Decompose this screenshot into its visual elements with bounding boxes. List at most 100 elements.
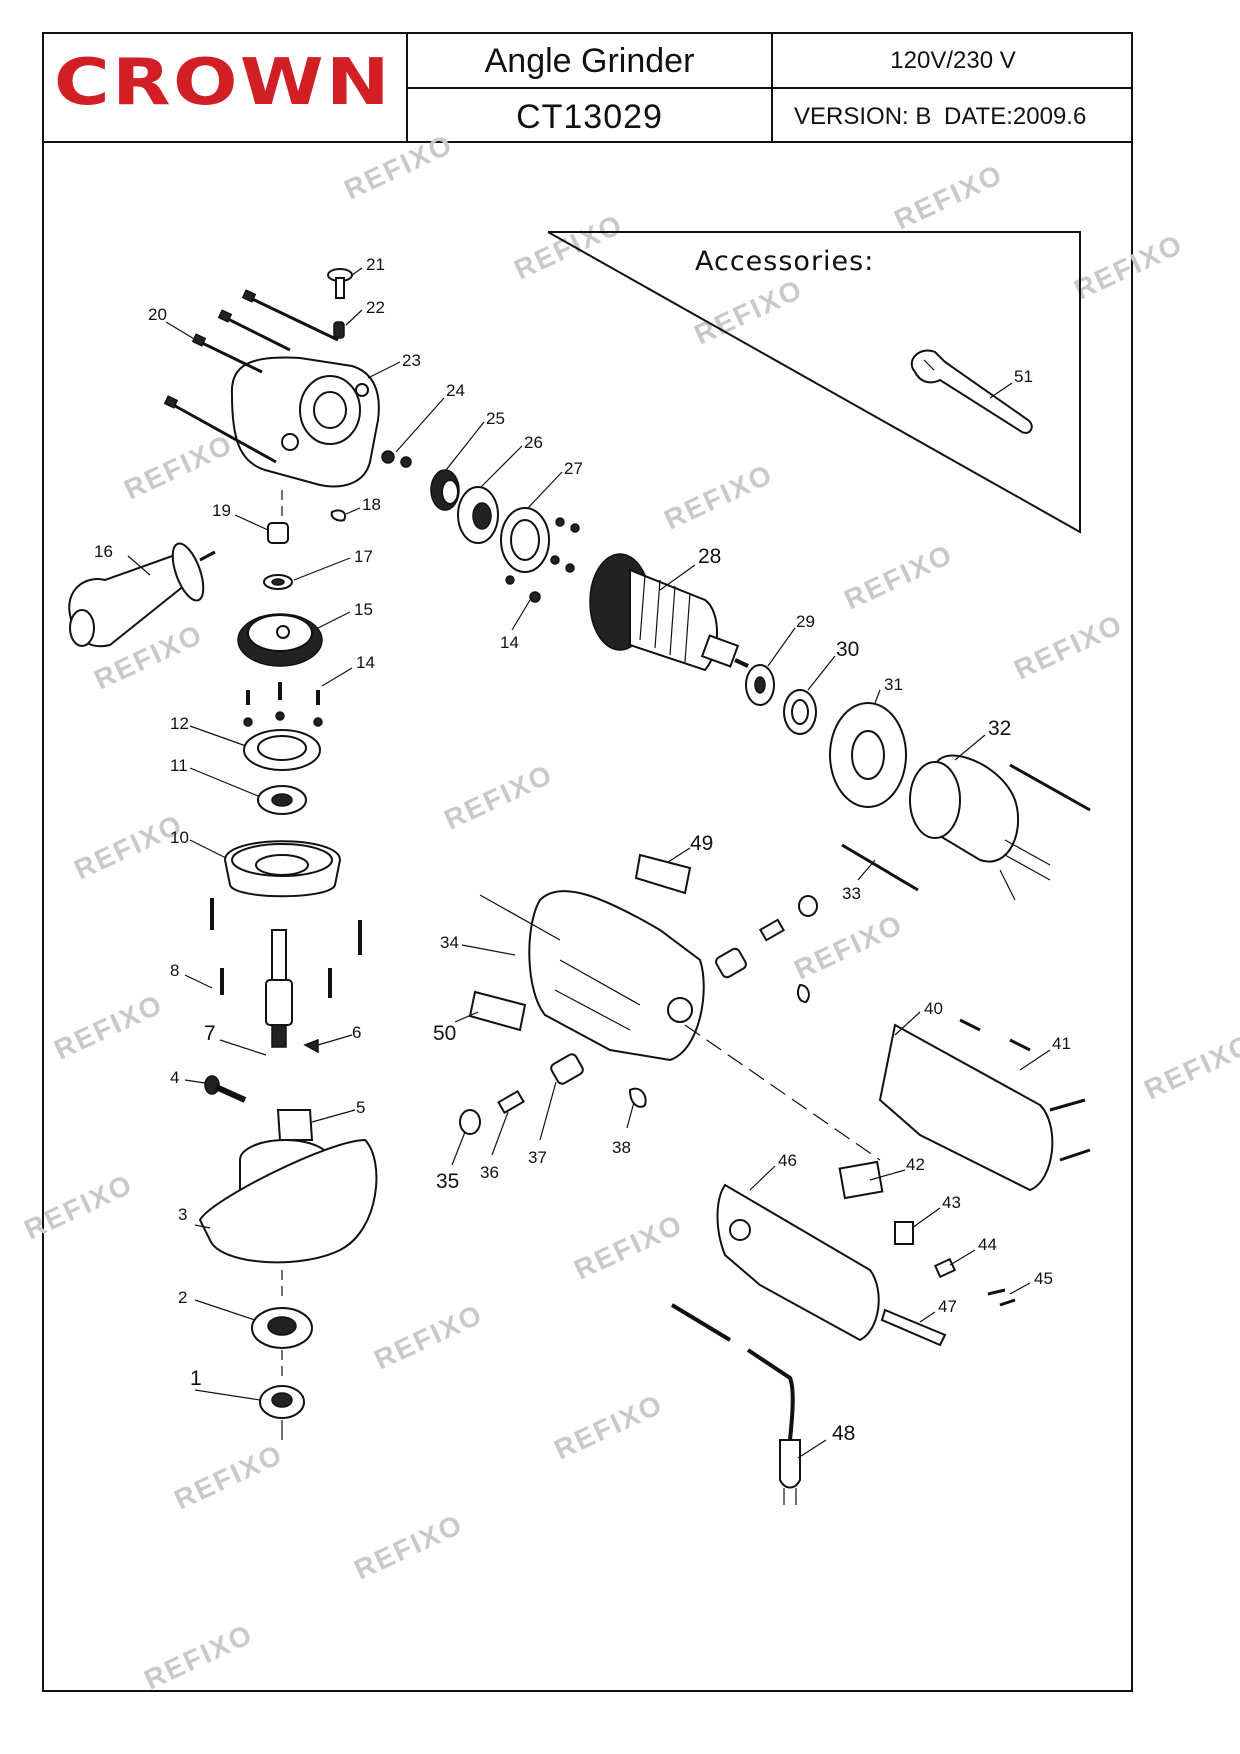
spiral-gear-icon bbox=[237, 613, 323, 667]
svg-text:REFIXO: REFIXO bbox=[839, 538, 957, 615]
svg-text:1: 1 bbox=[190, 1367, 202, 1390]
watermarks: REFIXO REFIXO REFIXO REFIXO REFIXO REFIX… bbox=[19, 128, 1240, 1695]
svg-text:6: 6 bbox=[352, 1023, 361, 1042]
svg-text:41: 41 bbox=[1052, 1034, 1071, 1053]
wrench-icon bbox=[910, 349, 1033, 434]
washer-icon bbox=[263, 509, 346, 590]
svg-text:REFIXO: REFIXO bbox=[1009, 608, 1127, 685]
svg-text:REFIXO: REFIXO bbox=[349, 1508, 467, 1585]
svg-text:46: 46 bbox=[778, 1151, 797, 1170]
svg-text:REFIXO: REFIXO bbox=[339, 128, 457, 205]
svg-text:47: 47 bbox=[938, 1297, 957, 1316]
svg-text:36: 36 bbox=[480, 1163, 499, 1182]
svg-text:REFIXO: REFIXO bbox=[569, 1208, 687, 1285]
svg-text:44: 44 bbox=[978, 1235, 997, 1254]
inner-flange-icon bbox=[251, 1307, 313, 1349]
svg-text:34: 34 bbox=[440, 933, 459, 952]
power-cord-icon bbox=[670, 1303, 801, 1505]
lock-nut-icon bbox=[259, 1385, 305, 1419]
svg-text:26: 26 bbox=[524, 433, 543, 452]
svg-text:REFIXO: REFIXO bbox=[1069, 228, 1187, 305]
part-callouts: 1 2 3 4 5 6 7 8 10 11 12 14 15 16 17 18 … bbox=[94, 255, 1071, 1459]
svg-text:32: 32 bbox=[988, 717, 1011, 740]
bearing-icon bbox=[745, 664, 817, 735]
screw-icon bbox=[243, 682, 323, 727]
svg-text:2: 2 bbox=[178, 1288, 187, 1307]
clamp-screw-icon bbox=[204, 1075, 247, 1103]
brush-holder-icon bbox=[459, 895, 818, 1135]
divider bbox=[406, 87, 1131, 89]
bearing-cover-icon bbox=[223, 840, 342, 898]
svg-text:30: 30 bbox=[836, 638, 859, 661]
svg-text:29: 29 bbox=[796, 612, 815, 631]
svg-text:12: 12 bbox=[170, 714, 189, 733]
svg-text:42: 42 bbox=[906, 1155, 925, 1174]
lock-pin-icon bbox=[327, 268, 353, 339]
bearing-icon bbox=[257, 785, 307, 815]
svg-text:14: 14 bbox=[356, 653, 375, 672]
motor-housing-icon bbox=[479, 890, 705, 1062]
svg-text:35: 35 bbox=[436, 1170, 459, 1193]
screw-icon bbox=[163, 289, 339, 464]
spindle-icon bbox=[265, 929, 319, 1054]
armature-icon bbox=[589, 553, 749, 672]
svg-text:5: 5 bbox=[356, 1098, 365, 1117]
svg-text:37: 37 bbox=[528, 1148, 547, 1167]
svg-text:REFIXO: REFIXO bbox=[689, 273, 807, 350]
svg-text:REFIXO: REFIXO bbox=[169, 1438, 287, 1515]
svg-text:48: 48 bbox=[832, 1422, 855, 1445]
svg-text:45: 45 bbox=[1034, 1269, 1053, 1288]
date-label: DATE:2009.6 bbox=[944, 103, 1087, 130]
svg-text:50: 50 bbox=[433, 1022, 456, 1045]
svg-text:22: 22 bbox=[366, 298, 385, 317]
svg-text:REFIXO: REFIXO bbox=[789, 908, 907, 985]
svg-text:REFIXO: REFIXO bbox=[439, 758, 557, 835]
svg-text:REFIXO: REFIXO bbox=[659, 458, 777, 535]
svg-text:4: 4 bbox=[170, 1068, 179, 1087]
rear-handle-half-icon bbox=[716, 1183, 880, 1342]
version-label: VERSION: B bbox=[794, 103, 932, 130]
product-name: Angle Grinder bbox=[484, 41, 695, 80]
label-sticker-icon bbox=[468, 853, 692, 1032]
voltage-label: 120V/230 V bbox=[890, 47, 1016, 74]
assembly-axis bbox=[281, 490, 881, 1440]
svg-text:24: 24 bbox=[446, 381, 465, 400]
svg-text:11: 11 bbox=[170, 756, 188, 775]
svg-text:REFIXO: REFIXO bbox=[369, 1298, 487, 1375]
svg-text:43: 43 bbox=[942, 1193, 961, 1212]
svg-text:49: 49 bbox=[690, 832, 713, 855]
svg-text:REFIXO: REFIXO bbox=[509, 208, 627, 285]
side-handle-icon bbox=[68, 542, 216, 648]
bearing-icon bbox=[457, 486, 499, 544]
svg-text:18: 18 bbox=[362, 495, 381, 514]
gear-housing-icon bbox=[230, 356, 380, 488]
svg-text:7: 7 bbox=[204, 1022, 216, 1045]
title-block: CROWN Angle Grinder CT13029 120V/230 V V… bbox=[42, 32, 1133, 143]
svg-text:38: 38 bbox=[612, 1138, 631, 1157]
svg-text:14: 14 bbox=[500, 633, 519, 652]
svg-text:REFIXO: REFIXO bbox=[889, 158, 1007, 235]
accessories-title: Accessories: bbox=[695, 246, 874, 277]
svg-text:27: 27 bbox=[564, 459, 583, 478]
svg-text:25: 25 bbox=[486, 409, 505, 428]
svg-text:CROWN: CROWN bbox=[54, 52, 392, 112]
svg-text:REFIXO: REFIXO bbox=[119, 428, 237, 505]
svg-text:REFIXO: REFIXO bbox=[1139, 1028, 1240, 1105]
svg-text:17: 17 bbox=[354, 547, 373, 566]
bearing-plate-icon bbox=[500, 507, 580, 603]
svg-text:31: 31 bbox=[884, 675, 903, 694]
accessories-box: Accessories: bbox=[547, 231, 1081, 534]
svg-text:20: 20 bbox=[148, 305, 167, 324]
brand-logo: CROWN bbox=[54, 46, 394, 120]
stator-icon bbox=[841, 754, 1091, 901]
svg-text:REFIXO: REFIXO bbox=[49, 988, 167, 1065]
pinion-gear-icon bbox=[381, 450, 460, 511]
rear-handle-half-icon bbox=[878, 1018, 1091, 1192]
svg-text:3: 3 bbox=[178, 1205, 187, 1224]
svg-text:8: 8 bbox=[170, 961, 179, 980]
baffle-ring-icon bbox=[829, 702, 907, 808]
bearing-plate-icon bbox=[243, 729, 321, 771]
wheel-guard-icon bbox=[198, 1109, 378, 1264]
svg-text:19: 19 bbox=[212, 501, 231, 520]
